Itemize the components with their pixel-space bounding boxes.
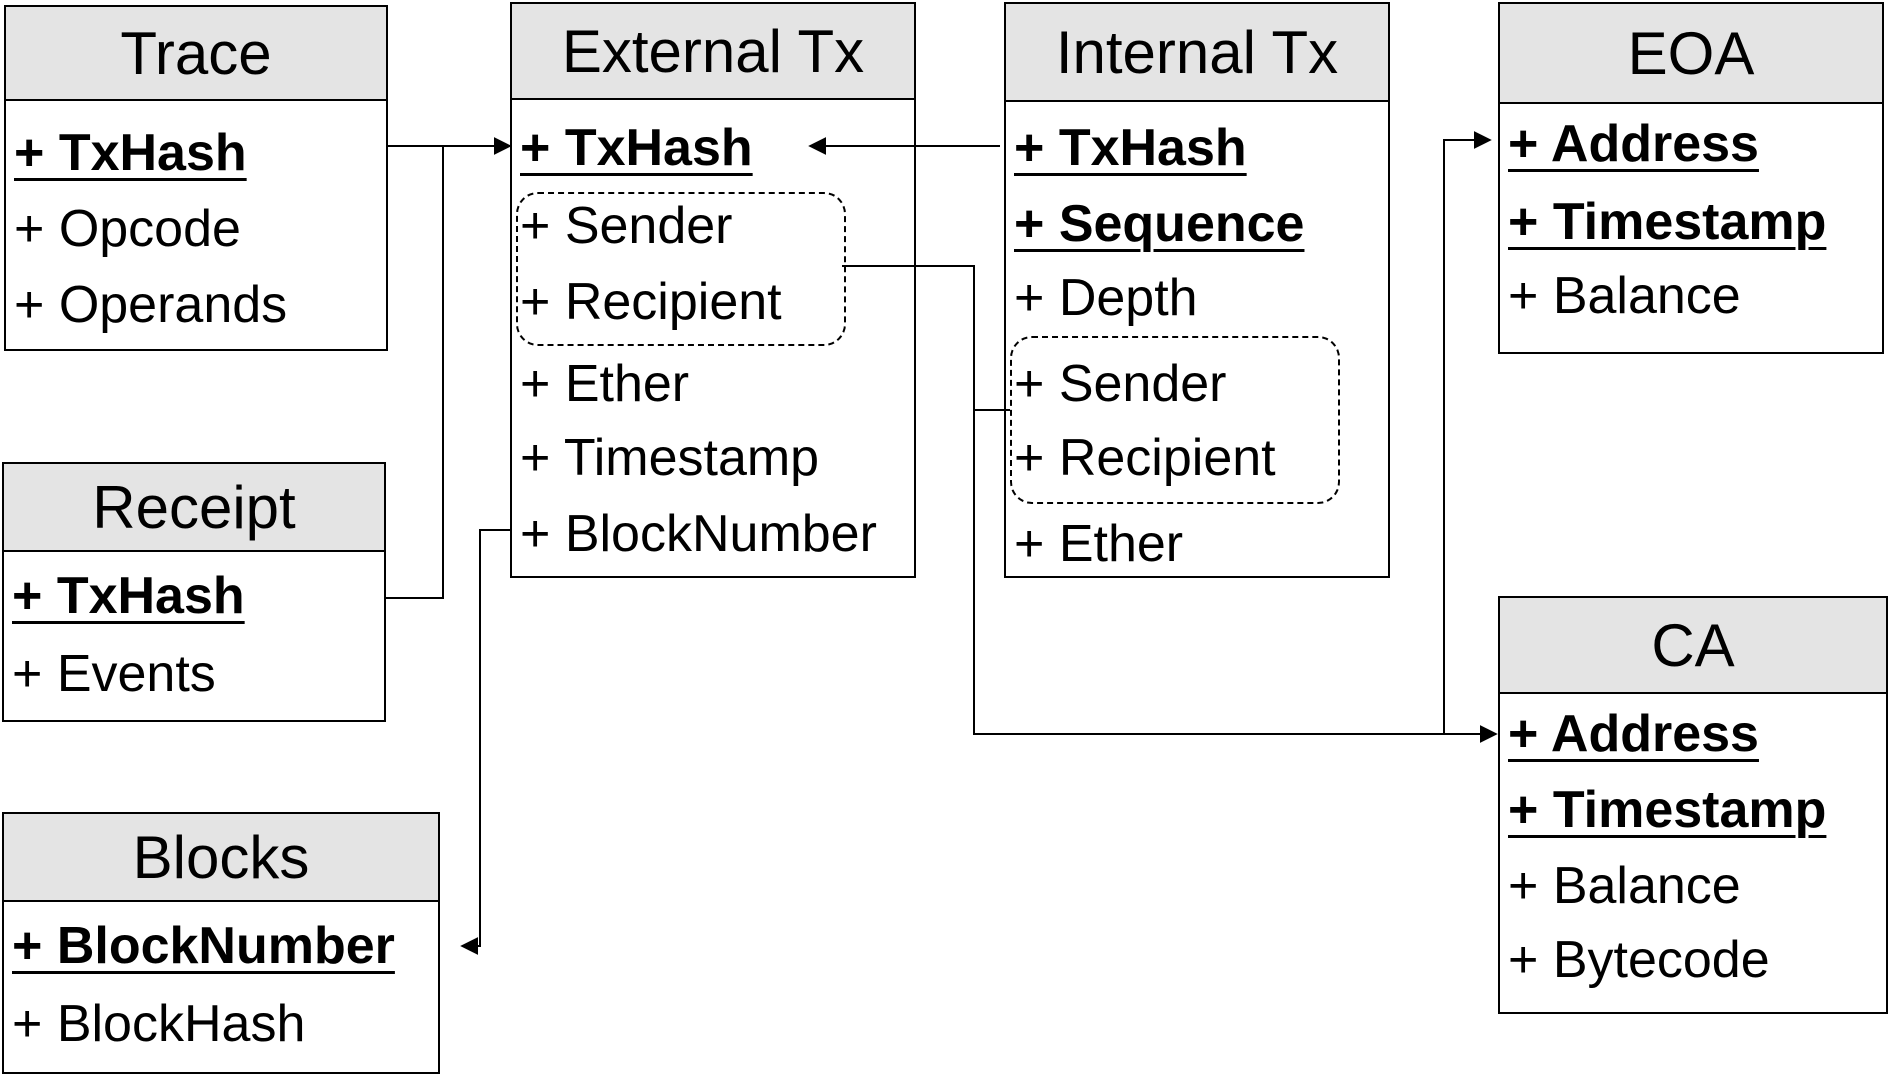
ca-attr-timestamp: + Timestamp (1508, 781, 1827, 839)
entity-trace: Trace + TxHash + Opcode + Operands (4, 5, 388, 351)
blocks-attr-blockhash: + BlockHash (12, 995, 306, 1053)
connector-external-tx-to-blocks (460, 529, 512, 955)
external-tx-attr-blocknumber: + BlockNumber (520, 505, 877, 563)
ca-attr-bytecode: + Bytecode (1508, 931, 1770, 989)
entity-blocks-header: Blocks (4, 814, 438, 902)
entity-ca: CA + Address + Timestamp + Balance + Byt… (1498, 596, 1888, 1014)
connector-accounts-to-eoa (1443, 131, 1492, 734)
entity-internal-tx: Internal Tx + TxHash + Sequence + Depth … (1004, 2, 1390, 578)
entity-external-tx: External Tx + TxHash + Sender + Recipien… (510, 2, 916, 578)
internal-tx-attr-recipient: + Recipient (1014, 429, 1276, 487)
entity-internal-tx-header: Internal Tx (1006, 4, 1388, 102)
external-tx-attr-recipient: + Recipient (520, 273, 782, 331)
eoa-attr-address: + Address (1508, 115, 1759, 173)
external-tx-attr-sender: + Sender (520, 197, 733, 255)
eoa-attr-balance: + Balance (1508, 267, 1741, 325)
entity-blocks: Blocks + BlockNumber + BlockHash (2, 812, 440, 1074)
entity-trace-header: Trace (6, 7, 386, 101)
trace-attr-txhash: + TxHash (14, 124, 247, 182)
entity-receipt: Receipt + TxHash + Events (2, 462, 386, 722)
internal-tx-attr-sender: + Sender (1014, 355, 1227, 413)
blocks-attr-blocknumber: + BlockNumber (12, 917, 395, 975)
ca-attr-balance: + Balance (1508, 857, 1741, 915)
internal-tx-attr-depth: + Depth (1014, 269, 1198, 327)
ca-attr-address: + Address (1508, 705, 1759, 763)
connector-receipt-to-external-tx (386, 146, 444, 599)
internal-tx-attr-txhash: + TxHash (1014, 119, 1247, 177)
entity-eoa: EOA + Address + Timestamp + Balance (1498, 2, 1884, 354)
trace-attr-operands: + Operands (14, 276, 288, 334)
receipt-attr-events: + Events (12, 645, 216, 703)
internal-tx-attr-sequence: + Sequence (1014, 195, 1305, 253)
internal-tx-attr-ether: + Ether (1014, 515, 1184, 573)
trace-attr-opcode: + Opcode (14, 200, 241, 258)
external-tx-attr-timestamp: + Timestamp (520, 429, 820, 487)
entity-receipt-header: Receipt (4, 464, 384, 552)
entity-external-tx-header: External Tx (512, 4, 914, 100)
entity-ca-header: CA (1500, 598, 1886, 694)
external-tx-attr-ether: + Ether (520, 355, 690, 413)
external-tx-attr-txhash: + TxHash (520, 119, 753, 177)
receipt-attr-txhash: + TxHash (12, 567, 245, 625)
eoa-attr-timestamp: + Timestamp (1508, 193, 1827, 251)
entity-eoa-header: EOA (1500, 4, 1882, 104)
